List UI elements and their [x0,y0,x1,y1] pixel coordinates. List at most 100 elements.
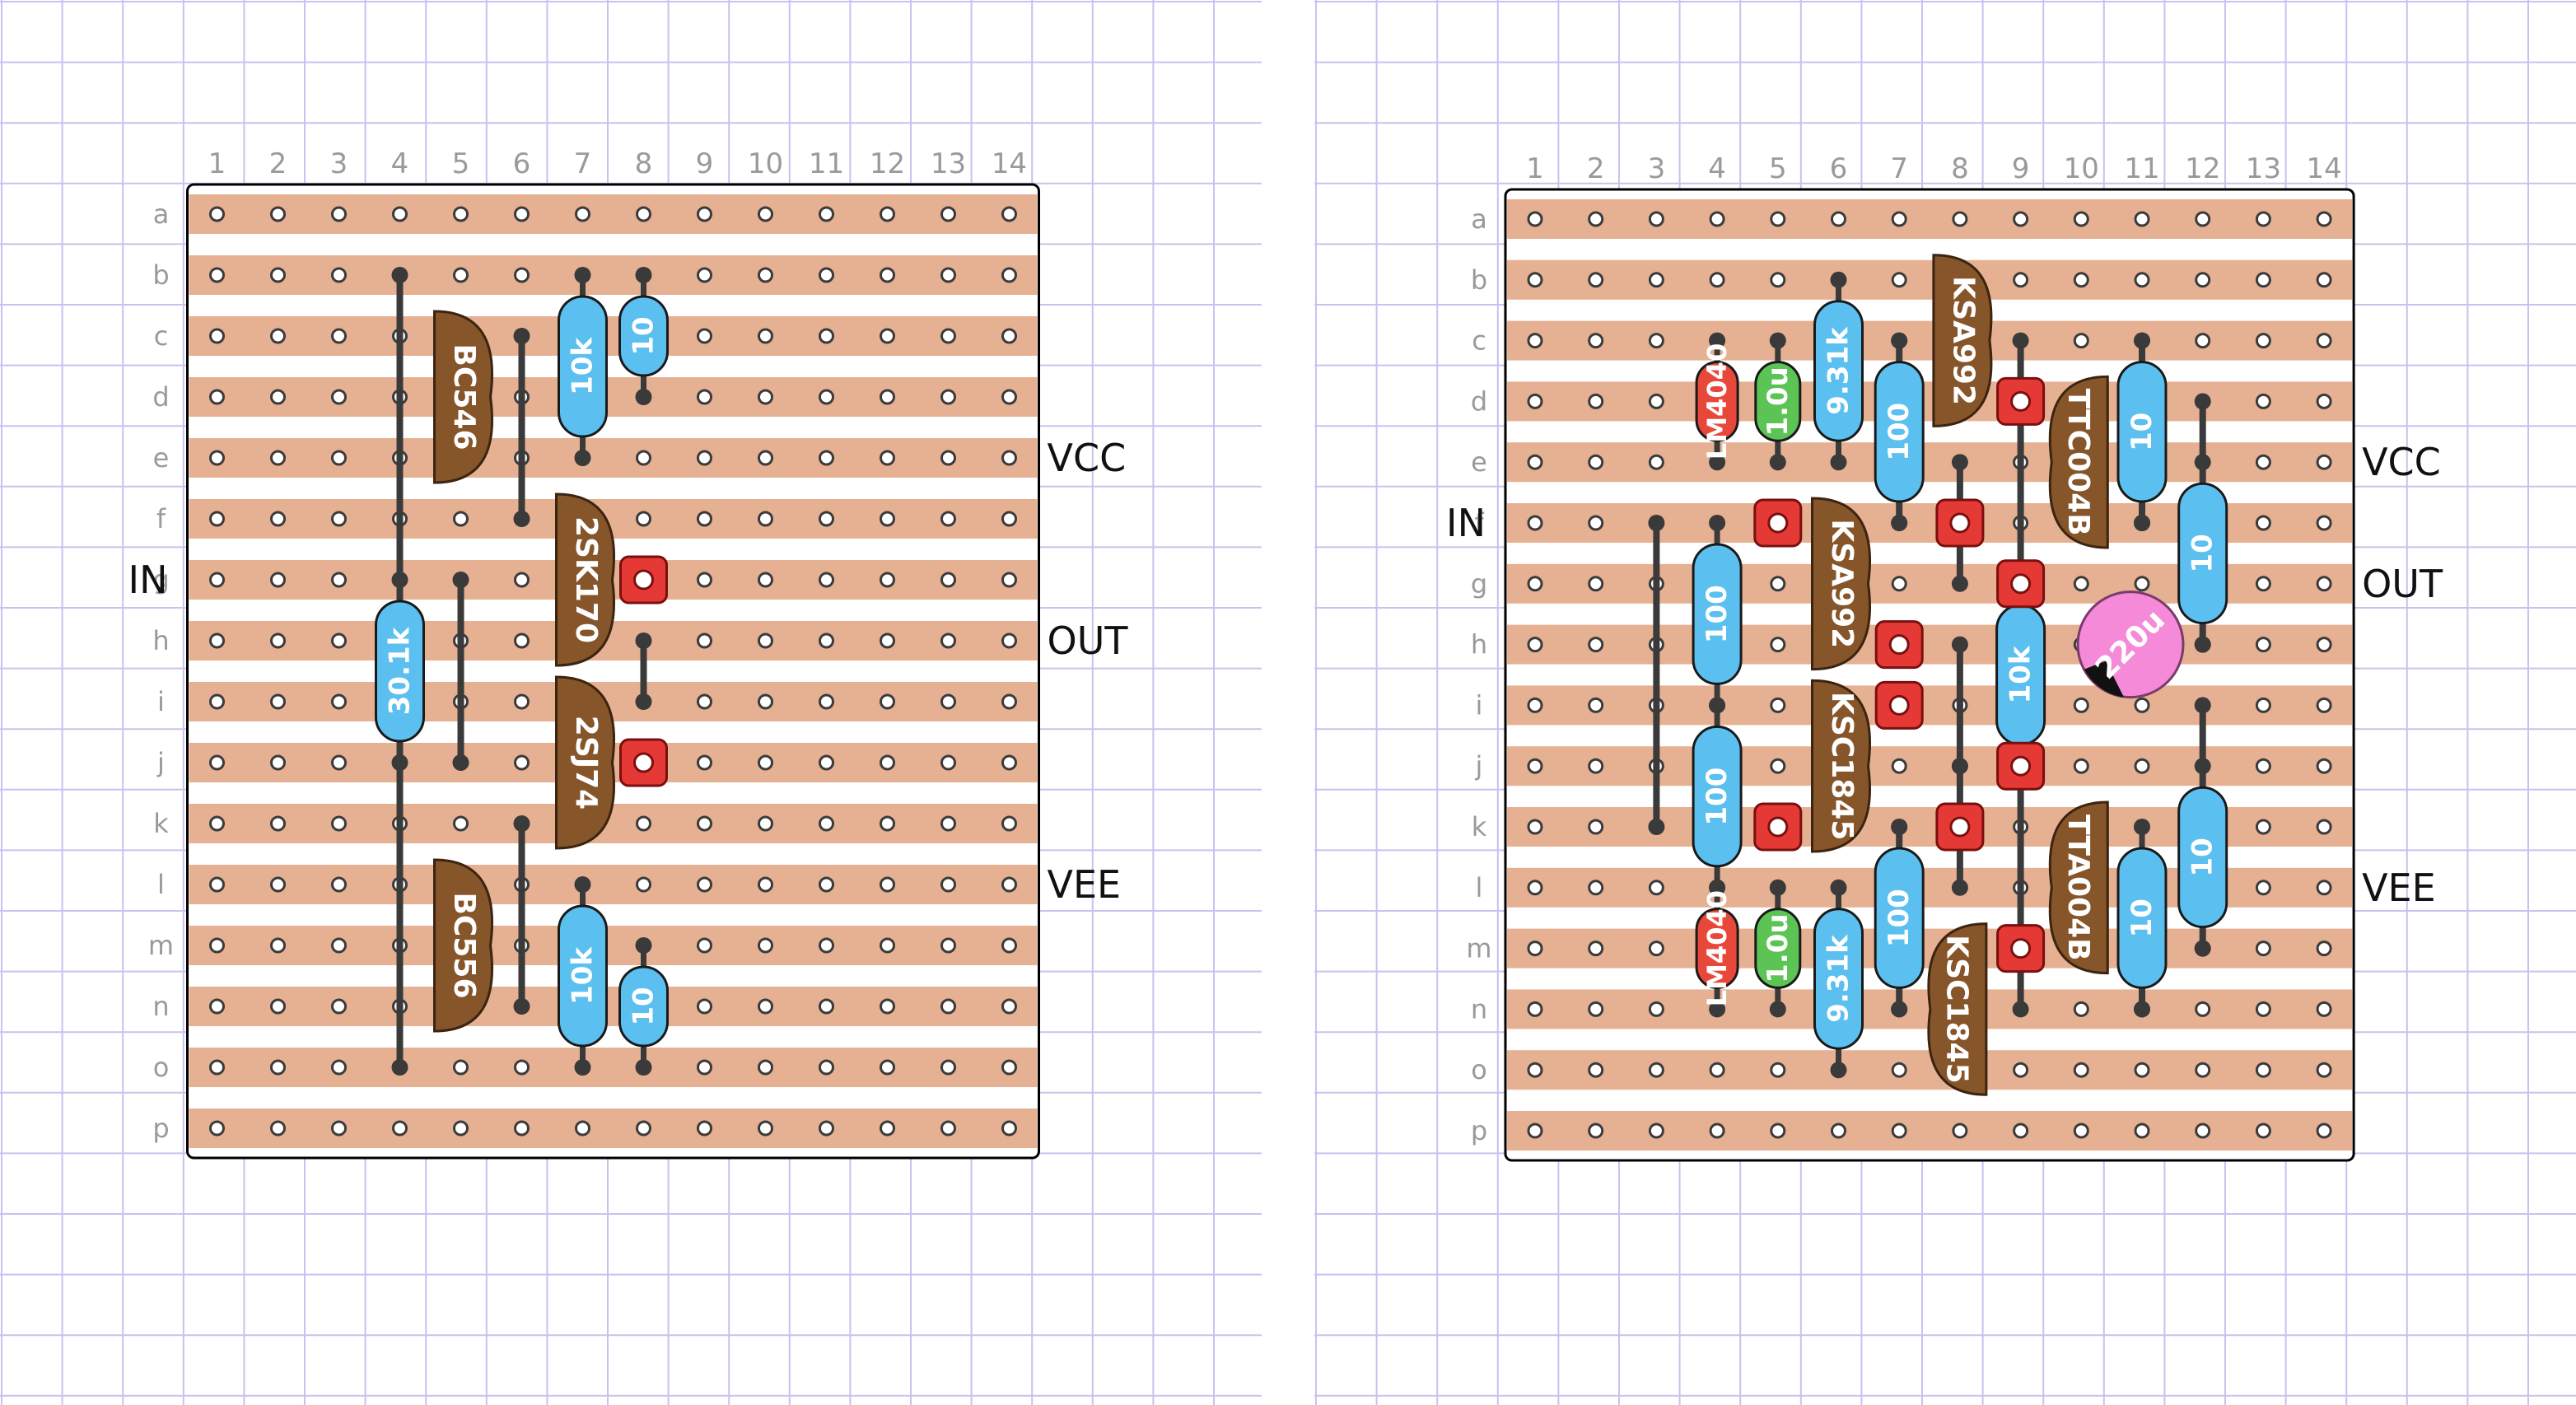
hole [270,876,286,893]
column-header: 12 [870,147,905,180]
resistor-pin [1830,1062,1847,1079]
hole [636,1120,651,1137]
hole [2316,211,2332,227]
voltage-reference-pin [1709,879,1726,896]
voltage-reference-pin [1709,332,1726,349]
resistor-body [1813,908,1864,1050]
hole [2195,1123,2211,1139]
hole [1527,637,1543,653]
hole [1891,272,1907,288]
resistor-label: 10 [2126,413,2158,451]
row-label: m [1466,933,1491,964]
hole [209,998,225,1015]
transistor-label: TTC004B [2061,389,2095,536]
copper-strip-c [1507,320,2353,361]
resistor-label: 10 [2186,838,2219,876]
copper-strip-d [189,377,1038,417]
hole [209,632,225,649]
hole [2255,1062,2271,1078]
row-label: c [1472,325,1486,357]
hole [819,998,834,1015]
transistor-body [1932,254,1993,427]
hole [2255,637,2271,653]
hole [2134,272,2150,288]
net-label-out: OUT [2362,562,2443,606]
hole [1648,1062,1664,1078]
resistor-pin [635,1059,652,1076]
hole [758,328,773,344]
hole [2316,1001,2332,1017]
row-label: g [152,564,169,595]
row-label: h [152,625,169,656]
hole [514,1120,530,1137]
hole [1001,267,1017,283]
hole [2073,1062,2089,1078]
link-end [513,511,530,527]
hole [1831,211,1846,227]
hole [209,206,225,222]
hole [1770,1123,1786,1139]
column-header: 7 [574,147,592,180]
transistor-body [2048,375,2109,549]
copper-strip-f [189,499,1038,539]
solder-pad-hole [633,569,654,590]
link-end [1951,454,1968,471]
hole [1709,1123,1725,1139]
hole [575,206,590,222]
transistor-body [555,675,616,850]
column-header: 11 [2124,152,2159,185]
hole [1588,515,1604,531]
resistor-label: 100 [1883,403,1916,461]
column-header: 10 [2064,152,2099,185]
row-label: d [152,381,169,413]
hole [819,632,834,649]
hole [697,693,712,710]
row-label: o [153,1052,170,1083]
hole [880,1059,895,1076]
hole [1648,1123,1664,1139]
hole [270,572,286,588]
hole [1770,758,1786,774]
hole [2073,576,2089,592]
column-header: 5 [452,147,470,180]
hole [1588,1123,1604,1139]
hole [270,267,286,283]
column-header: 11 [809,147,844,180]
hole [1588,1001,1604,1017]
hole [2316,515,2332,531]
hole [697,572,712,588]
hole [392,206,408,222]
hole [1001,206,1017,222]
row-label: f [1474,507,1484,539]
hole [880,511,895,527]
copper-strip-k [189,804,1038,843]
resistor-pin [574,1059,591,1076]
hole [1588,333,1604,349]
hole [819,693,834,710]
hole [2255,454,2271,470]
film-capacitor-label: 1.0u [1762,366,1794,436]
hole [1891,576,1907,592]
hole [819,389,834,405]
hole [1527,454,1543,470]
hole [636,876,651,893]
hole [1831,1123,1846,1139]
hole [880,815,895,832]
hole [331,937,347,954]
copper-strip-c [189,316,1038,356]
hole [819,206,834,222]
row-label: c [154,320,169,352]
voltage-reference-body [1695,361,1739,442]
hole [514,754,530,771]
hole [1770,697,1786,713]
hole [1001,632,1017,649]
resistor-pin [1830,271,1847,288]
hole [758,937,773,954]
hole [2073,1001,2089,1017]
hole [1001,389,1017,405]
transistor-label: 2SJ74 [569,716,603,810]
hole [758,815,773,832]
resistor-pin [391,754,408,771]
hole [940,815,956,832]
hole [2316,758,2332,774]
